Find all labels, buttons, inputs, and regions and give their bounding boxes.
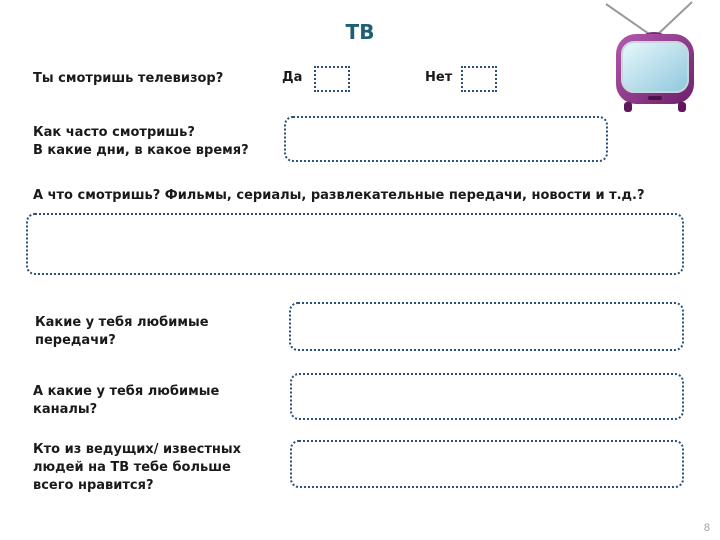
question-favorite-channels-line1: А какие у тебя любимые xyxy=(33,384,220,399)
question-favorite-shows: Какие у тебя любимые передачи? xyxy=(35,314,209,350)
question-how-often: Как часто смотришь? В какие дни, в какое… xyxy=(33,124,249,160)
question-favorite-channels: А какие у тебя любимые каналы? xyxy=(33,383,219,419)
answer-favorite-hosts-field[interactable] xyxy=(290,440,684,488)
question-favorite-channels-line2: каналы? xyxy=(33,402,98,417)
question-favorite-hosts-line2: людей на ТВ тебе больше xyxy=(33,460,231,475)
answer-how-often-field[interactable] xyxy=(284,116,608,162)
no-label: Нет xyxy=(425,70,453,85)
answer-favorite-channels-field[interactable] xyxy=(290,373,684,420)
yes-checkbox[interactable] xyxy=(314,66,350,92)
question-favorite-shows-line1: Какие у тебя любимые xyxy=(35,315,209,330)
page-number: 8 xyxy=(703,522,710,534)
question-favorite-hosts: Кто из ведущих/ известных людей на ТВ те… xyxy=(33,441,241,495)
tv-icon xyxy=(600,0,708,114)
question-favorite-hosts-line3: всего нравится? xyxy=(33,478,154,493)
question-favorite-hosts-line1: Кто из ведущих/ известных xyxy=(33,442,242,457)
answer-favorite-shows-field[interactable] xyxy=(289,302,684,351)
question-how-often-line2: В какие дни, в какое время? xyxy=(33,143,249,158)
question-what-watch: А что смотришь? Фильмы, сериалы, развлек… xyxy=(33,188,645,203)
page-title: ТВ xyxy=(345,20,375,44)
question-favorite-shows-line2: передачи? xyxy=(35,333,116,348)
question-watch-tv: Ты смотришь телевизор? xyxy=(33,71,224,86)
answer-what-watch-field[interactable] xyxy=(26,213,684,275)
no-checkbox[interactable] xyxy=(461,66,497,92)
yes-label: Да xyxy=(282,70,303,85)
question-how-often-line1: Как часто смотришь? xyxy=(33,125,195,140)
